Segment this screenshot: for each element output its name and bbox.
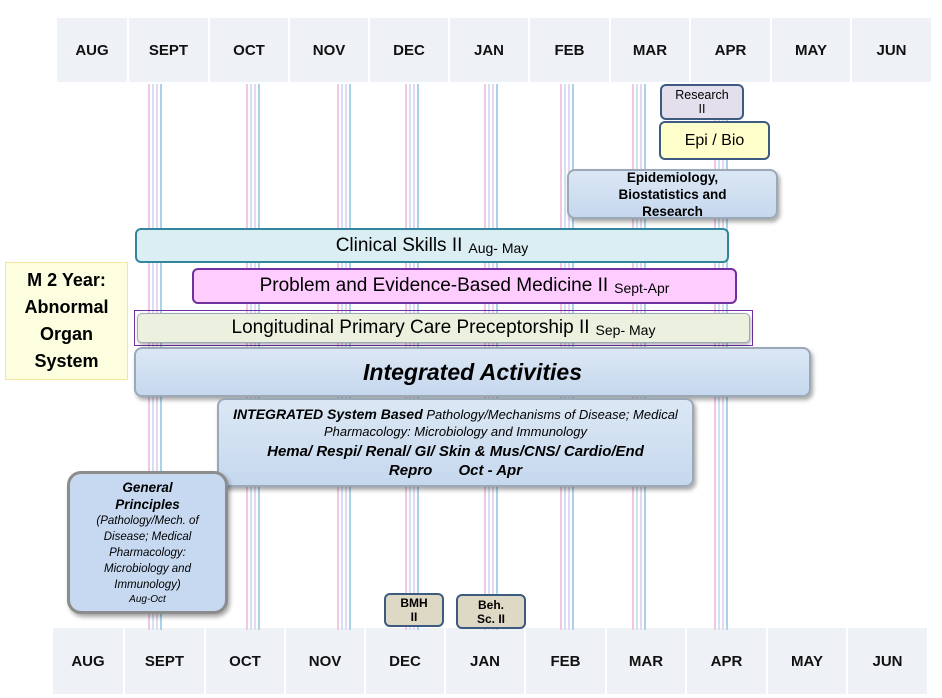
year-label: M 2 Year: Abnormal Organ System (24, 270, 109, 371)
month-jan: JAN (450, 18, 530, 82)
month-may: MAY (768, 628, 848, 694)
month-header-bottom: AUG SEPT OCT NOV DEC JAN FEB MAR APR MAY… (53, 628, 929, 694)
clinical-skills-bar: Clinical Skills II Aug- May (135, 228, 729, 263)
epidemiology-course-box: Epidemiology, Biostatistics and Research (567, 169, 778, 219)
month-oct: OCT (206, 628, 286, 694)
month-sept: SEPT (125, 628, 206, 694)
integrated-activities-label: Integrated Activities (363, 358, 582, 385)
month-dec: DEC (370, 18, 450, 82)
clinical-skills-name: Clinical Skills II (335, 234, 463, 256)
month-feb: FEB (526, 628, 607, 694)
general-principles-box: General Principles (Pathology/Mech. of D… (67, 471, 228, 614)
month-apr: APR (687, 628, 768, 694)
month-aug: AUG (53, 628, 125, 694)
month-nov: NOV (286, 628, 366, 694)
bmh-ii-box: BMH II (384, 593, 444, 627)
integrated-system-systems: Hema/ Respi/ Renal/ GI/ Skin & Mus/CNS/ … (267, 443, 644, 460)
month-dec: DEC (366, 628, 446, 694)
general-principles-body: (Pathology/Mech. of Disease; Medical Pha… (96, 514, 199, 591)
epidemiology-course-label: Epidemiology, Biostatistics and Research (618, 169, 727, 219)
year-label-box: M 2 Year: Abnormal Organ System (5, 262, 128, 380)
integrated-system-repro: Repro (388, 462, 433, 479)
month-mar: MAR (607, 628, 687, 694)
month-apr: APR (691, 18, 772, 82)
month-jan: JAN (446, 628, 526, 694)
pebm-name: Problem and Evidence-Based Medicine II (259, 275, 609, 296)
month-aug: AUG (57, 18, 129, 82)
lpcp-dates: Sep- May (595, 322, 656, 338)
epi-bio-label: Epi / Bio (684, 131, 745, 149)
month-header-top: AUG SEPT OCT NOV DEC JAN FEB MAR APR MAY… (57, 18, 933, 82)
month-mar: MAR (611, 18, 691, 82)
lpcp-bar: Longitudinal Primary Care Preceptorship … (137, 313, 750, 343)
month-sept: SEPT (129, 18, 210, 82)
beh-sc-ii-label: Beh. Sc. II (476, 597, 505, 626)
research-ii-label: Research II (675, 88, 729, 116)
month-oct: OCT (210, 18, 290, 82)
month-feb: FEB (530, 18, 611, 82)
bmh-ii-label: BMH II (400, 596, 428, 624)
integrated-activities-bar: Integrated Activities (134, 347, 811, 397)
integrated-system-subtitle: Pathology/Mechanisms of Disease; Medical… (323, 407, 678, 439)
research-ii-box: Research II (660, 84, 744, 120)
general-principles-dates: Aug-Oct (129, 593, 166, 605)
month-jun: JUN (852, 18, 933, 82)
integrated-system-title: INTEGRATED System Based (233, 406, 423, 422)
pebm-dates: Sept-Apr (614, 280, 670, 296)
lpcp-outer-frame (134, 310, 753, 346)
integrated-system-box: INTEGRATED System Based Pathology/Mechan… (217, 398, 694, 487)
general-principles-title: General Principles (115, 479, 180, 512)
clinical-skills-dates: Aug- May (468, 239, 529, 256)
month-may: MAY (772, 18, 852, 82)
epi-bio-box: Epi / Bio (659, 121, 770, 160)
beh-sc-ii-box: Beh. Sc. II (456, 594, 526, 629)
month-nov: NOV (290, 18, 370, 82)
integrated-system-dates: Oct - Apr (458, 462, 523, 479)
lpcp-name: Longitudinal Primary Care Preceptorship … (231, 317, 590, 338)
pebm-bar: Problem and Evidence-Based Medicine II S… (192, 268, 737, 304)
month-jun: JUN (848, 628, 929, 694)
